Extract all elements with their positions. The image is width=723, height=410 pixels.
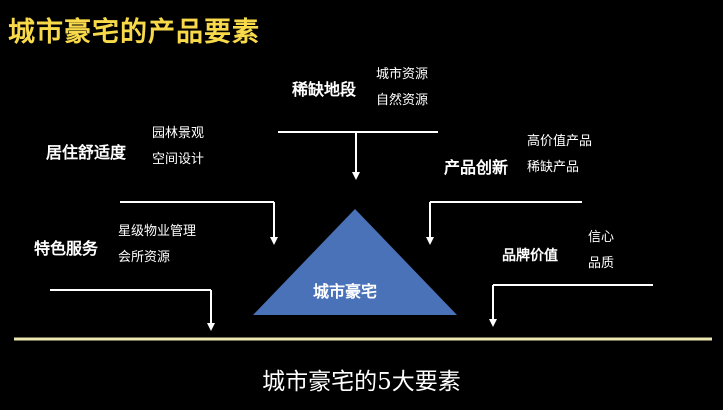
factor-item: 会所资源 (118, 250, 171, 265)
connector-innovation (426, 201, 582, 245)
factor-comfort-label: 居住舒适度 (46, 143, 127, 162)
diagram-caption: 城市豪宅的5大要素 (262, 369, 461, 395)
factor-item: 空间设计 (152, 152, 205, 167)
connector-comfort (120, 201, 278, 245)
factor-item: 信心 (588, 230, 615, 245)
center-label: 城市豪宅 (312, 282, 377, 301)
factor-item: 自然资源 (376, 93, 429, 108)
factor-brand-label: 品牌价值 (502, 248, 558, 264)
connector-scarce-land (278, 131, 438, 180)
factor-service-items: 星级物业管理 会所资源 (118, 219, 196, 271)
factor-item: 稀缺产品 (527, 160, 580, 175)
factor-item: 城市资源 (376, 67, 429, 82)
page-title: 城市豪宅的产品要素 (8, 17, 260, 48)
factor-scarce-land-label: 稀缺地段 (292, 80, 357, 99)
factor-item: 品质 (588, 256, 615, 271)
center-triangle (253, 209, 457, 315)
factor-service-label: 特色服务 (34, 239, 99, 258)
factor-item: 星级物业管理 (118, 224, 197, 239)
factor-comfort-items: 园林景观 空间设计 (152, 121, 204, 173)
connector-brand (489, 284, 653, 327)
factor-innovation-label: 产品创新 (444, 158, 509, 177)
factor-scarce-land-items: 城市资源 自然资源 (376, 62, 428, 114)
factor-item: 高价值产品 (527, 134, 593, 149)
connector-service (50, 289, 215, 331)
factor-innovation-items: 高价值产品 稀缺产品 (527, 129, 592, 181)
factor-brand-items: 信心 品质 (588, 225, 614, 277)
factor-item: 园林景观 (152, 126, 205, 141)
